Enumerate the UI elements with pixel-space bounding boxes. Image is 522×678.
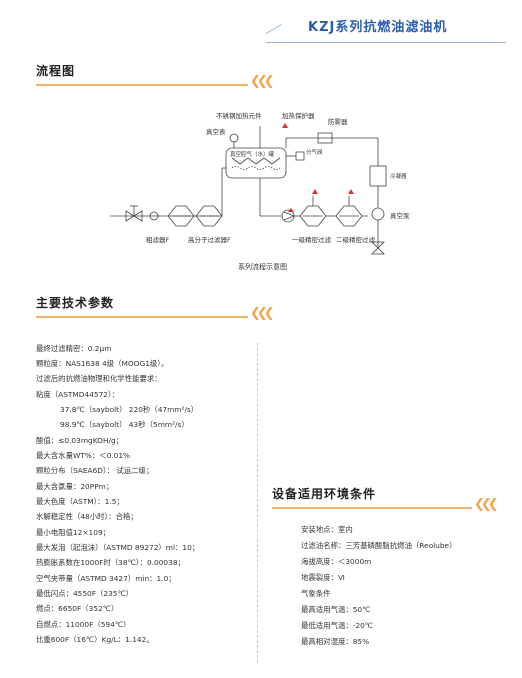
label-coarse-filter: 粗滤器F (146, 235, 170, 244)
spec-line: 37.8℃（saybolt） 220秒（47mm²/s） (60, 405, 199, 414)
spec-line: 热膨胀系数在1000F时（38℃）：0.00038； (36, 558, 185, 567)
spec-line: 最低闪点：4550F（235℃） (36, 589, 134, 598)
spec-line: 酸值：≤0.03mgKOH/g； (36, 436, 124, 445)
flow-diagram: 不锈钢加热元件 加热保护器 防雾器 真空表 真空腔气（水）罐 分气阀 冷凝器 真… (110, 111, 410, 255)
env-line: 最高相对湿度：85% (301, 637, 370, 646)
page-header-title: KZJ系列抗燃油滤油机 (308, 20, 448, 35)
env-section-title: 设备适用环境条件 (272, 487, 377, 501)
chevron-decoration-icon: ❮❮❮ (474, 497, 499, 512)
flow-section-title: 流程图 (36, 64, 76, 78)
spec-line: 颗粒分布（SAEA6D）： 试运二级； (36, 466, 154, 475)
env-line: 地震裂度：Ⅵ (301, 573, 345, 582)
spec-line: 最大发泡（起泡沫）（ASTMD 89272）ml：10； (36, 543, 200, 552)
label-vacuum-pump: 真空泵 (390, 211, 410, 220)
env-line: 安装地点：室内 (301, 525, 353, 534)
env-line: 最低适用气温：-20℃ (301, 621, 374, 630)
spec-line: 自燃点：11000F（594℃） (36, 620, 131, 629)
spec-line: 最大色度（ASTM）：1.5； (36, 497, 124, 506)
label-heater: 不锈钢加热元件 (216, 111, 262, 120)
condenser-box (369, 165, 387, 187)
env-section-divider (272, 507, 472, 509)
spec-line: 粘度（ASTMD44572）： (36, 390, 120, 399)
spec-line: 颗粒度：NAS1638 4级（MOOG1级）。 (36, 359, 169, 368)
label-fine-filter-1: 一级精密过滤 (292, 235, 332, 244)
spec-line: 过滤后的抗燃油物理和化学性能要求： (36, 374, 162, 383)
flow-section-divider (36, 84, 248, 86)
tech-section-title: 主要技术参数 (36, 296, 115, 310)
label-vacuum-gauge: 真空表 (206, 127, 226, 136)
spec-line: 比重600F（16℃）Kg/L：1.142。 (36, 635, 154, 644)
env-line: 气象条件 (301, 589, 331, 598)
anti-mist-box (317, 132, 333, 144)
label-condenser: 冷凝器 (390, 172, 407, 180)
label-anti-mist: 防雾器 (328, 117, 348, 126)
chevron-decoration-icon: ❮❮❮ (250, 306, 275, 321)
spec-line: 最小电阻值12×109； (36, 528, 111, 537)
label-vacuum-chamber: 真空腔气（水）罐 (230, 150, 275, 158)
divider-valve-box (295, 151, 305, 161)
label-polymer-filter: 高分子过滤器F (188, 235, 231, 244)
header-divider (266, 42, 506, 43)
spec-line: 水解稳定性（48小时）：合格； (36, 512, 138, 521)
diagram-caption: 系列流程示意图 (238, 263, 287, 271)
chevron-decoration-icon: ❮❮❮ (250, 74, 275, 89)
env-line: 过滤油名称：三芳基磷酸脂抗燃油（Reolube） (301, 541, 457, 550)
spec-line: 最终过滤精密：0.2μm (36, 344, 112, 353)
vacuum-tank (225, 147, 287, 179)
label-fine-filter-2: 二级精密过滤 (336, 235, 376, 244)
spec-line: 最大含氯量：20PPm； (36, 482, 114, 491)
header-decoration (265, 24, 282, 34)
column-divider (257, 343, 258, 663)
env-line: 最高适用气温：50℃ (301, 605, 371, 614)
spec-line: 最大含水量WT%：＜0.01% (36, 451, 131, 460)
label-divider-valve: 分气阀 (306, 148, 323, 156)
tech-section-divider (36, 316, 248, 318)
spec-line: 98.9℃（saybolt） 43秒（5mm²/s） (60, 420, 189, 429)
env-line: 海拔高度：＜3000m (301, 557, 372, 566)
spec-line: 燃点：6650F（352℃） (36, 604, 119, 613)
spec-line: 空气夹带量（ASTMD 3427）min：1.0； (36, 574, 176, 583)
label-heater-protector: 加热保护器 (282, 111, 315, 120)
